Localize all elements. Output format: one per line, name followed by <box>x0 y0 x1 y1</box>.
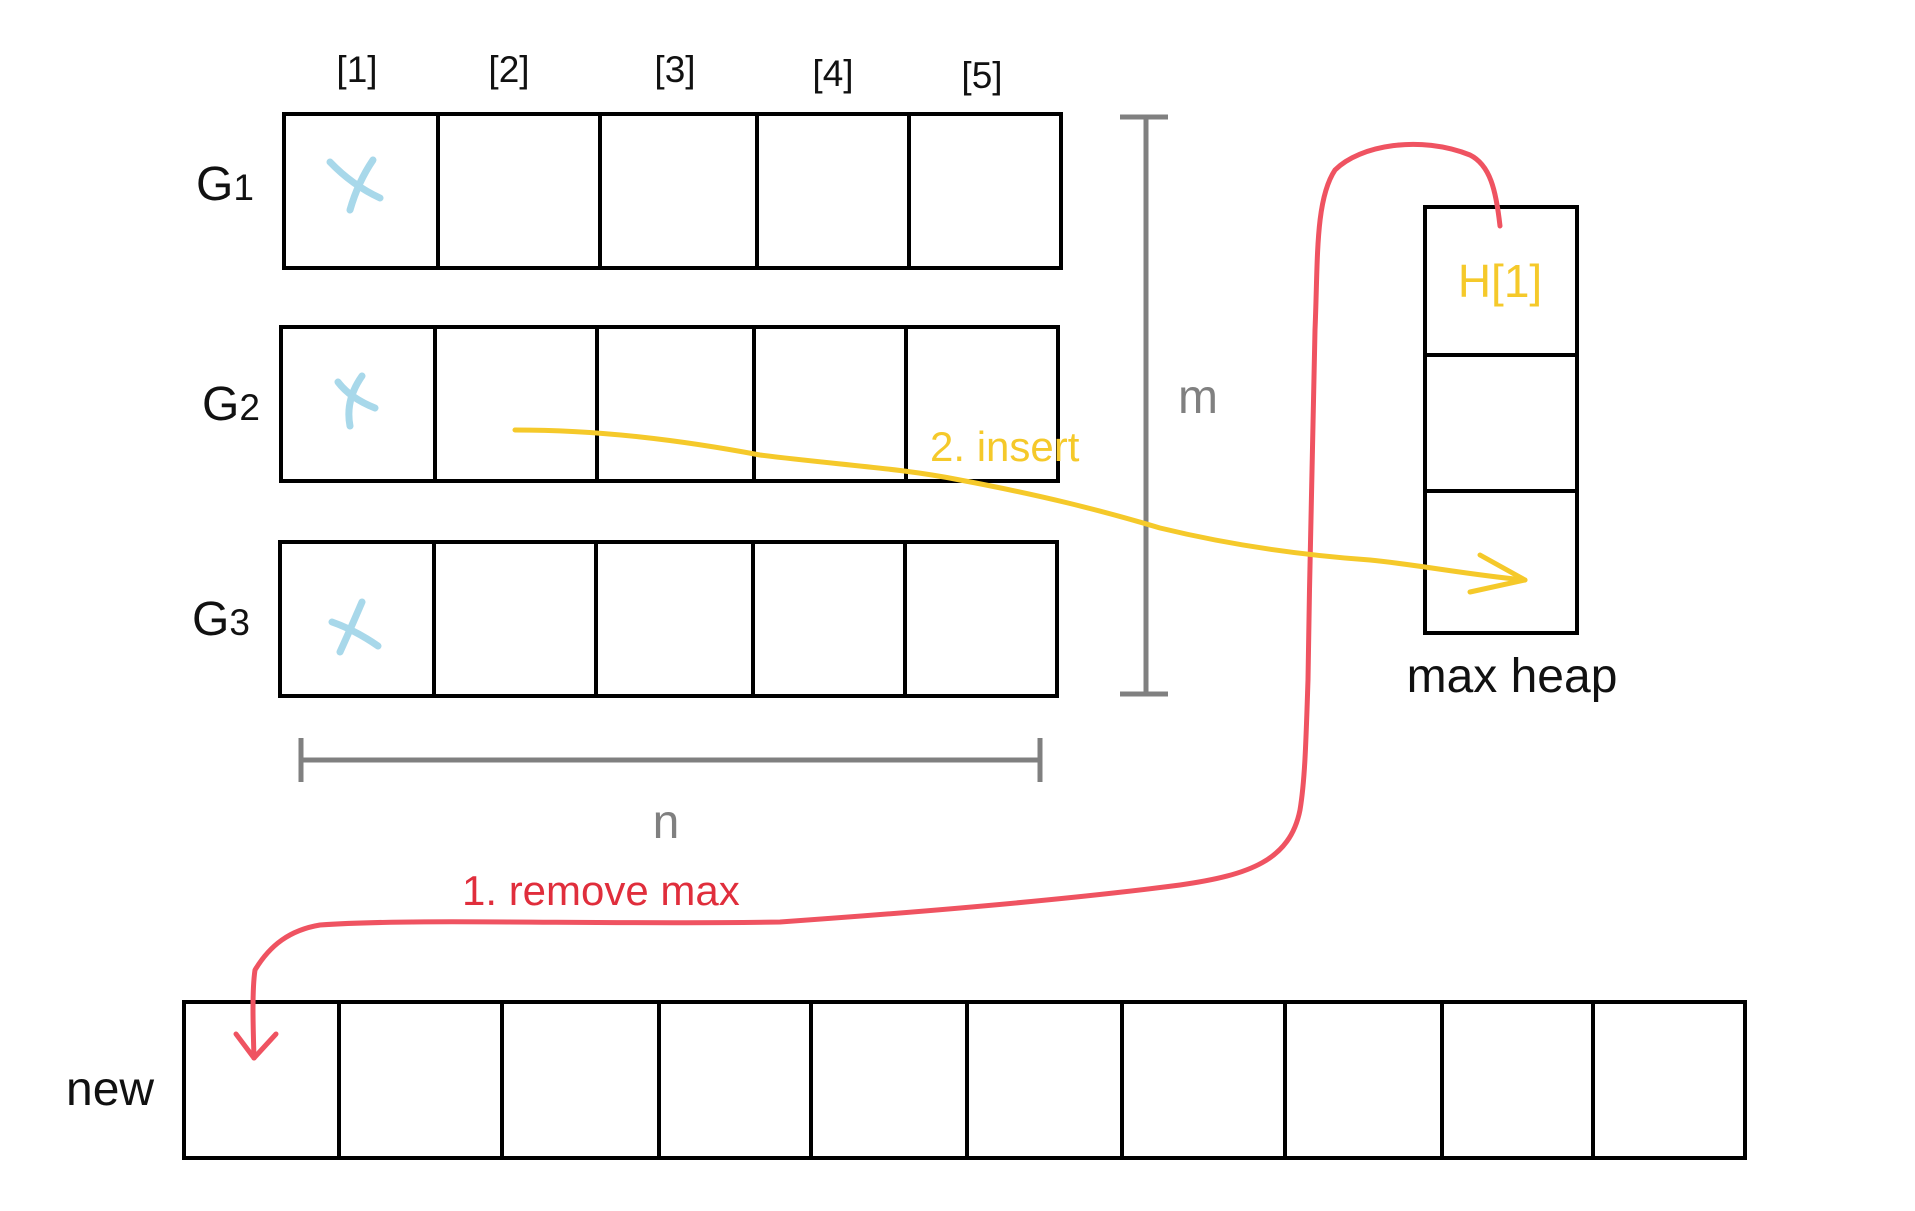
dimension-n-label: n <box>653 796 680 849</box>
group-row-g3: G3 <box>192 540 1059 698</box>
dimension-m-bracket <box>1120 114 1168 697</box>
dimension-m-label: m <box>1178 371 1218 424</box>
cross-mark-icon <box>326 156 384 214</box>
group-letter: G <box>192 593 229 646</box>
new-array-row: new <box>66 1000 1747 1160</box>
group-subscript: 2 <box>239 387 260 428</box>
insert-label: 2. insert <box>930 423 1080 470</box>
cross-mark-icon <box>328 598 382 656</box>
index-label-3: [3] <box>654 49 695 90</box>
index-label-4: [4] <box>812 53 853 94</box>
insert-arrow <box>512 427 1528 595</box>
group-subscript: 3 <box>229 602 250 643</box>
cross-mark-icon <box>334 372 379 430</box>
new-array <box>182 1000 1747 1160</box>
remove-max-label: 1. remove max <box>462 867 740 914</box>
index-label-2: [2] <box>488 49 529 90</box>
index-label-5: [5] <box>961 55 1002 96</box>
array-g3 <box>278 540 1059 698</box>
group-letter: G <box>202 378 239 431</box>
heap-array <box>1423 205 1579 635</box>
column-index-labels: [1] [2] [3] [4] [5] <box>336 49 1002 96</box>
dimension-n-bracket <box>298 738 1043 782</box>
group-row-g1: G1 <box>196 112 1063 270</box>
group-letter: G <box>196 158 233 211</box>
group-label-g3: G3 <box>192 593 250 646</box>
group-label-g2: G2 <box>202 378 260 431</box>
index-label-1: [1] <box>336 49 377 90</box>
heap-caption: max heap <box>1407 650 1618 703</box>
array-g2 <box>279 325 1060 483</box>
remove-max-arrow <box>233 141 1503 1061</box>
max-heap: H[1] max heap <box>1407 205 1618 703</box>
group-label-g1: G1 <box>196 158 254 211</box>
heap-top-label: H[1] <box>1458 255 1542 307</box>
array-g1 <box>282 112 1063 270</box>
new-array-label: new <box>66 1063 154 1116</box>
group-subscript: 1 <box>233 167 254 208</box>
